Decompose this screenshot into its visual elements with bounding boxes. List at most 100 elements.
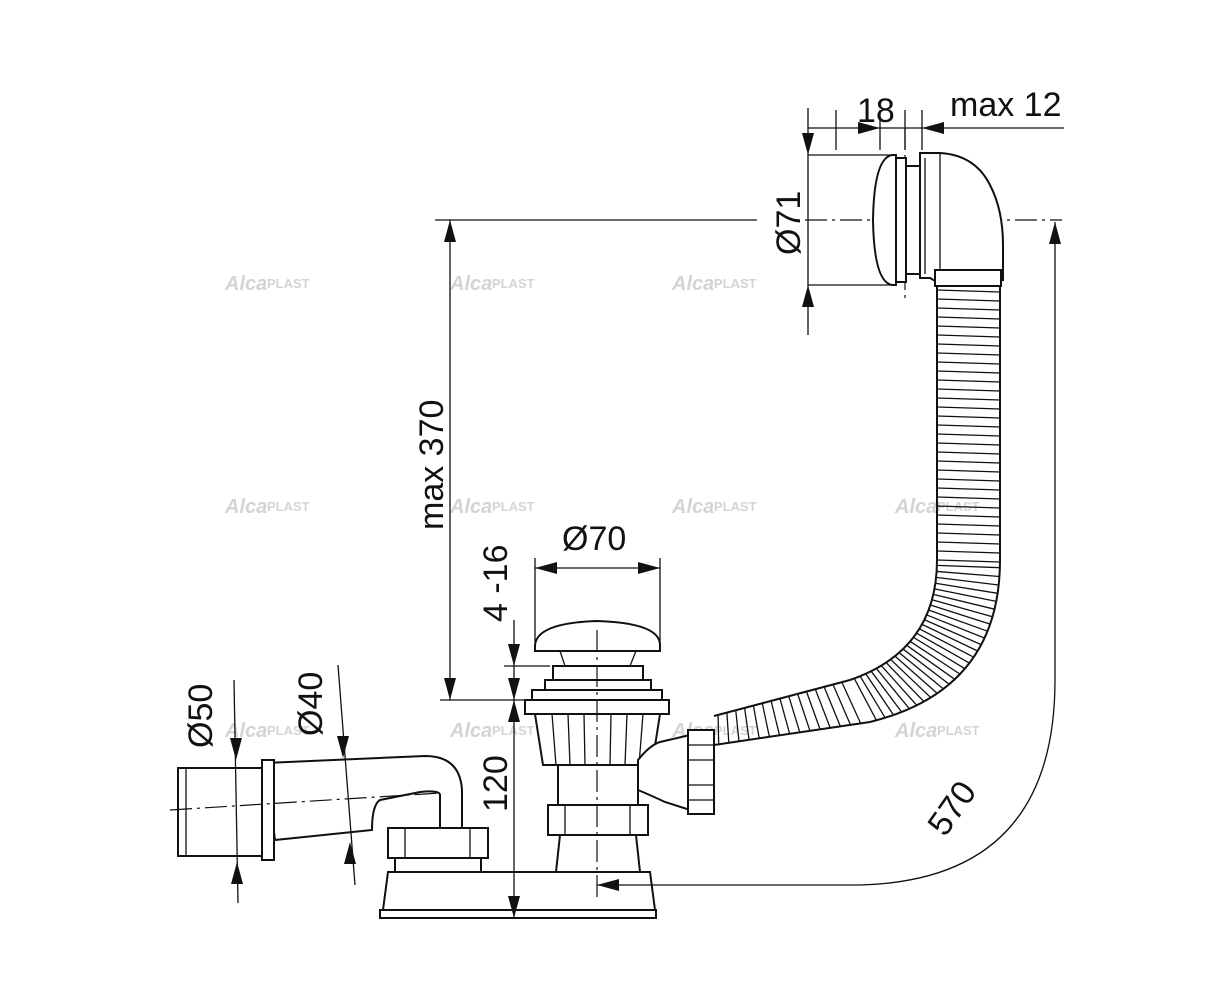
hose-rib <box>936 550 1001 554</box>
hose-rib <box>936 316 1001 320</box>
watermark-sub: PLAST <box>937 723 980 738</box>
watermark-sub: PLAST <box>492 276 535 291</box>
hose-rib <box>936 532 1001 536</box>
hose-rib <box>875 668 910 710</box>
hose-rib <box>853 678 877 721</box>
corrugated-hose <box>713 282 1001 746</box>
watermark-brand: Alca <box>224 496 267 518</box>
hose-rib <box>936 478 1001 482</box>
dim-18: 18 <box>857 92 895 130</box>
watermark-brand: Alca <box>224 273 267 295</box>
hose-nut <box>687 729 715 815</box>
hose-rib <box>936 496 1001 500</box>
overflow-flange <box>895 157 907 283</box>
dim-dia-70: Ø70 <box>562 520 626 558</box>
watermark-brand: Alca <box>449 720 492 742</box>
dim-dia-71: Ø71 <box>770 191 808 255</box>
hose-rib <box>936 433 1001 437</box>
hose-rib <box>885 662 925 703</box>
watermark-sub: PLAST <box>714 723 757 738</box>
watermark-sub: PLAST <box>492 723 535 738</box>
hose-rib <box>936 397 1001 401</box>
overflow-hose-collar <box>934 269 1002 287</box>
hose-rib <box>936 469 1001 473</box>
hose-rib <box>931 599 993 618</box>
hose-rib <box>865 673 895 716</box>
hose-rib <box>936 370 1001 374</box>
outlet-centerline <box>169 792 441 811</box>
hose-rib <box>936 541 1001 545</box>
hose-rib <box>779 698 791 735</box>
dim-dia-50: Ø50 <box>182 684 220 748</box>
overflow-cap <box>871 154 897 286</box>
hose-rib <box>894 655 938 694</box>
watermark-brand: Alca <box>449 273 492 295</box>
hose-rib <box>924 619 982 646</box>
dim-dia-40: Ø40 <box>292 672 330 736</box>
hose-rib <box>788 696 801 733</box>
hose-rib <box>921 623 978 652</box>
hose-rib <box>797 693 811 732</box>
hose-rib <box>936 379 1001 383</box>
hose-rib <box>936 487 1001 491</box>
hose-rib <box>936 576 999 586</box>
hose-rib <box>841 681 862 724</box>
watermark-sub: PLAST <box>492 499 535 514</box>
hose-rib <box>906 644 956 680</box>
hose-rib <box>935 582 998 594</box>
watermark-sub: PLAST <box>267 276 310 291</box>
watermark: Alca PLAST <box>449 496 535 518</box>
hose-rib <box>880 665 918 706</box>
hose-rib <box>916 632 970 664</box>
watermark: Alca PLAST <box>449 273 535 295</box>
watermark: Alca PLAST <box>671 273 757 295</box>
watermark-brand: Alca <box>671 273 714 295</box>
hose-rib <box>735 710 740 742</box>
hose-rib <box>913 636 966 670</box>
hose-rib <box>909 640 961 675</box>
hose-rib <box>936 388 1001 392</box>
hose-rib <box>890 658 932 699</box>
hose-rib <box>936 352 1001 356</box>
hose-rib <box>859 675 886 719</box>
hose-rib <box>930 604 991 625</box>
hose-rib <box>919 628 974 658</box>
hose-rib <box>933 593 995 610</box>
hose-rib <box>805 691 821 730</box>
dim-max-12: max 12 <box>950 86 1062 124</box>
watermark-brand: Alca <box>894 496 937 518</box>
hose-rib <box>902 648 950 685</box>
hose-rib <box>898 652 944 690</box>
hose-rib <box>936 361 1001 365</box>
hose-rib <box>752 705 760 739</box>
hose-rib <box>936 325 1001 329</box>
watermark: Alca PLAST <box>224 496 310 518</box>
hose-rib <box>936 289 1001 293</box>
hose-rib <box>936 523 1001 527</box>
dimensions: 18 max 12 Ø71 max 370 4 -16 Ø70 120 <box>182 86 1064 918</box>
overflow-cover <box>805 128 1062 300</box>
hose-rib <box>936 505 1001 509</box>
hose-rib <box>936 406 1001 410</box>
hose-rib <box>761 703 771 737</box>
outlet-spigot <box>177 767 267 857</box>
drain-assembly <box>379 619 715 919</box>
hose-rib <box>934 588 997 603</box>
hose-inner-edge <box>713 282 938 717</box>
watermark: Alca PLAST <box>671 496 757 518</box>
hose-rib <box>936 424 1001 428</box>
hose-rib <box>936 307 1001 311</box>
hose-rib <box>936 451 1001 455</box>
hose-rib <box>823 686 841 727</box>
hose-rib <box>726 712 730 743</box>
dim-570-arc <box>597 222 1056 886</box>
dim-570: 570 <box>920 774 984 842</box>
hose-rib <box>814 688 831 729</box>
hose-rib <box>870 670 903 713</box>
outlet-pipe <box>169 754 489 873</box>
dim-120: 120 <box>477 755 515 812</box>
dim-max-370: max 370 <box>413 400 451 530</box>
watermark-sub: PLAST <box>714 499 757 514</box>
hose-rib <box>936 343 1001 347</box>
